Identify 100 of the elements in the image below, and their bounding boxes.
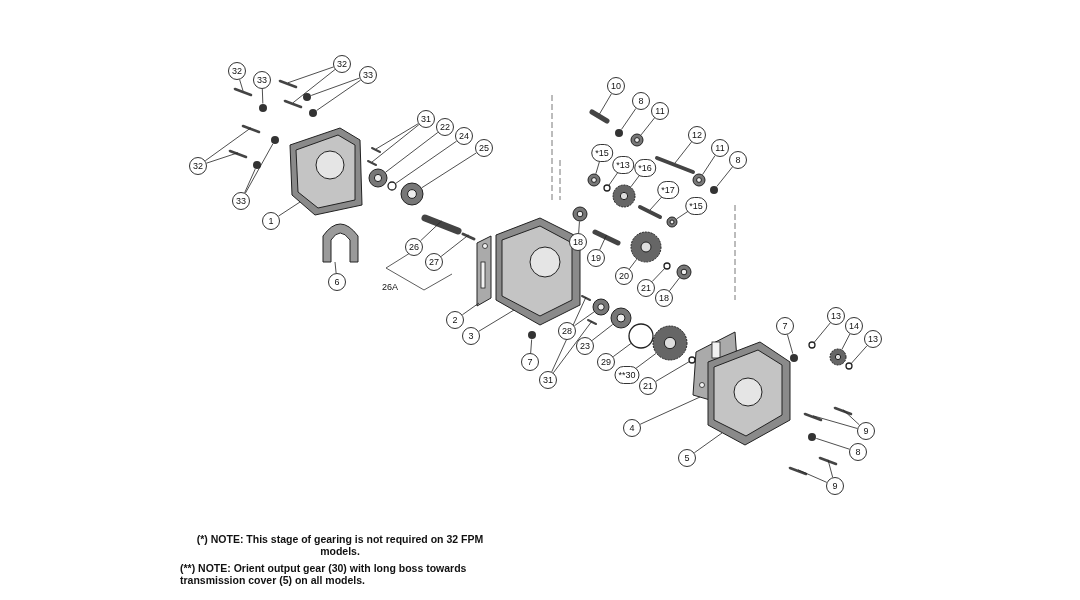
callout-number: 6 xyxy=(328,273,346,291)
callout-number: 11 xyxy=(651,102,669,120)
callout-number: 8 xyxy=(729,151,747,169)
nut xyxy=(710,186,718,194)
callout-number: 18 xyxy=(655,289,673,307)
pin xyxy=(587,319,597,325)
leader-line xyxy=(292,69,336,104)
leader-line xyxy=(578,221,580,234)
callout-number: 23 xyxy=(576,337,594,355)
callout-number: 29 xyxy=(597,353,615,371)
leader-line xyxy=(278,201,301,217)
pin xyxy=(581,295,591,301)
leader-line xyxy=(827,459,834,478)
leader-line xyxy=(629,258,638,270)
retaining-ring xyxy=(663,262,671,270)
callout-number: 32 xyxy=(333,55,351,73)
nut xyxy=(303,93,311,101)
callout-number: 2 xyxy=(446,311,464,329)
callout-number: 26A xyxy=(382,282,398,292)
cover xyxy=(322,223,359,263)
leader-line xyxy=(693,432,723,454)
callout-number: 32 xyxy=(189,157,207,175)
callout-number: 19 xyxy=(587,249,605,267)
gearbox-housing xyxy=(289,127,363,216)
nut xyxy=(615,129,623,137)
gear xyxy=(630,231,662,263)
leader-line xyxy=(310,77,360,96)
bearing xyxy=(666,216,678,228)
bolt xyxy=(788,466,808,476)
shaft xyxy=(421,214,462,235)
bolt xyxy=(833,406,853,416)
gear xyxy=(829,348,847,366)
leader-line xyxy=(395,140,457,184)
pin xyxy=(367,160,377,166)
leader-line xyxy=(669,277,680,292)
retaining-ring xyxy=(845,362,853,370)
leader-line xyxy=(478,309,515,332)
leader-line xyxy=(371,124,420,163)
callout-number: 33 xyxy=(232,192,250,210)
leader-line xyxy=(621,108,637,130)
leader-line xyxy=(239,79,244,92)
callout-number: 13 xyxy=(827,307,845,325)
leader-line xyxy=(850,345,868,364)
callout-number: 8 xyxy=(849,443,867,461)
callout-number: 21 xyxy=(637,279,655,297)
leader-line xyxy=(551,296,587,373)
leader-line xyxy=(599,234,607,251)
bolt xyxy=(241,124,261,134)
callout-number: 14 xyxy=(845,317,863,335)
leader-line xyxy=(385,132,439,173)
leader-line xyxy=(440,234,469,257)
callout-number: *15 xyxy=(591,144,613,162)
leader-line xyxy=(676,210,689,220)
leader-line xyxy=(797,469,828,483)
callout-number: 33 xyxy=(253,71,271,89)
leader-line xyxy=(716,166,733,187)
gear xyxy=(652,325,688,361)
leader-line xyxy=(599,93,612,115)
callout-number: 3 xyxy=(462,327,480,345)
callout-number: 24 xyxy=(455,127,473,145)
gear xyxy=(612,184,636,208)
note: (*) NOTE: This stage of gearing is not required on 32 FPM models. xyxy=(195,533,485,557)
bearing xyxy=(572,206,588,222)
leader-line xyxy=(630,174,640,188)
leader-line xyxy=(655,361,690,382)
bearing xyxy=(368,168,388,188)
leader-line xyxy=(421,152,477,189)
callout-number: 22 xyxy=(436,118,454,136)
callout-number: 7 xyxy=(521,353,539,371)
callout-number: 33 xyxy=(359,66,377,84)
leader-line xyxy=(649,196,663,211)
callout-number: 28 xyxy=(558,322,576,340)
leader-line xyxy=(204,127,252,162)
nut xyxy=(271,136,279,144)
leader-line xyxy=(244,168,256,194)
callout-number: 20 xyxy=(615,267,633,285)
bolt xyxy=(283,99,303,109)
leader-line xyxy=(842,409,860,426)
retaining-ring xyxy=(387,181,397,191)
callout-number: *16 xyxy=(634,159,656,177)
shaft xyxy=(592,229,621,246)
leader-line xyxy=(595,161,600,175)
leader-line xyxy=(702,155,716,175)
gasket xyxy=(476,235,492,307)
leader-line xyxy=(841,333,851,350)
leader-line xyxy=(287,66,334,84)
bearing xyxy=(692,173,706,187)
leader-line xyxy=(812,415,858,429)
nut xyxy=(309,109,317,117)
bearing xyxy=(587,173,601,187)
retaining-ring xyxy=(603,184,611,192)
bearing xyxy=(630,133,644,147)
leader-line xyxy=(316,79,361,111)
shaft xyxy=(638,205,662,219)
retaining-ring xyxy=(808,341,816,349)
callout-number: 31 xyxy=(539,371,557,389)
bolt xyxy=(228,149,248,159)
leader-line xyxy=(553,320,593,374)
callout-number: 10 xyxy=(607,77,625,95)
leader-line xyxy=(261,88,264,104)
